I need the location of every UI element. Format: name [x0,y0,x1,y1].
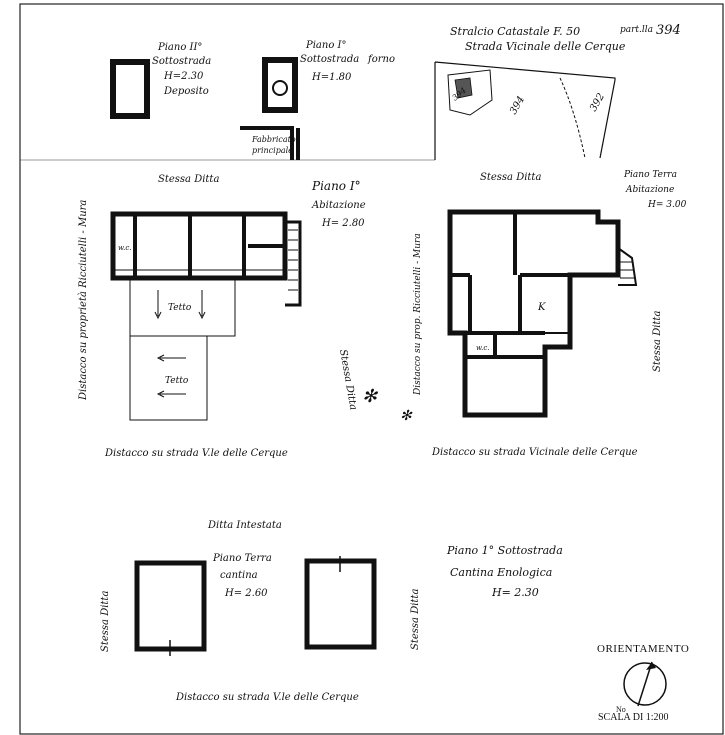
cantina-sotto-height: H= 2.30 [491,586,539,599]
piano-primo-plan [110,211,302,421]
cantina-terra-height: H= 2.60 [224,588,268,599]
north-label: No [616,705,626,714]
stralcio-road: Strada Vicinale delle Cerque [465,40,626,53]
deposito-subtitle: Sottostrada [152,56,211,67]
deposito-label: Deposito [163,86,209,97]
distacco-left-vertical: Distacco su proprietà Ricciutelli - Mura [78,200,89,401]
wc-label-lower: w.c. [476,344,490,352]
forno-title: Piano I° [305,40,346,51]
stessa-ditta-top-right: Stessa Ditta [480,172,541,183]
stessa-ditta-center-vertical: Stessa Ditta [337,349,359,411]
piano-primo-use: Abitazione [311,200,366,211]
piano-primo-title: Piano I° [311,179,361,193]
cantina-terra-plan [134,560,207,656]
forno-plan [240,57,300,160]
cantina-terra-use: cantina [220,570,258,581]
stralcio-part-value: 394 [656,23,681,38]
stessa-ditta-top-left: Stessa Ditta [158,174,219,185]
cantina-sotto-title: Piano 1° Sottostrada [446,544,563,557]
fabbricato-label-2: principale [252,146,293,155]
stessa-ditta-right-vertical: Stessa Ditta [652,311,663,372]
sheet-frame [19,3,724,735]
cantina-sotto-use: Cantina Enologica [450,566,552,579]
deposito-height: H=2.30 [163,71,204,82]
stessa-ditta-bottom-left: Stessa Ditta [100,591,111,652]
cantina-sotto-plan [304,556,377,650]
parcel-394b-label: 394 [508,94,527,116]
drawing-mark-2: ✻ [400,408,413,424]
stralcio-part-label: part.lla [620,25,653,35]
piano-primo-height: H= 2.80 [321,218,365,229]
orientamento-label: ORIENTAMENTO [597,643,689,655]
cantina-terra-title: Piano Terra [212,553,272,564]
ditta-intestata-label: Ditta Intestata [207,520,282,531]
deposito-title: Piano II° [157,42,202,53]
piano-terra-title: Piano Terra [623,170,677,180]
piano-terra-height: H= 3.00 [647,200,687,210]
deposito-plan [110,59,150,119]
distacco-right-vertical: Distacco su prop. Ricciutelli - Mura [413,233,423,396]
distacco-bottom: Distacco su strada V.le delle Cerque [175,692,359,703]
distacco-left-bottom: Distacco su strada V.le delle Cerque [104,448,288,459]
forno-label: forno [367,54,395,65]
kitchen-label: K [537,302,546,313]
scale-label: SCALA DI 1:200 [598,712,669,723]
stessa-ditta-bottom-right: Stessa Ditta [410,589,421,650]
fabbricato-label: Fabbricato [251,135,296,144]
parcel-392-label: 392 [588,91,607,113]
piano-terra-plan [447,209,638,418]
forno-subtitle: Sottostrada [300,54,359,65]
tetto-label-2: Tetto [165,376,189,386]
cadastral-map [434,61,616,160]
stralcio-title: Stralcio Catastale F. 50 [450,25,580,38]
wc-label-upper: w.c. [118,244,132,252]
piano-terra-use: Abitazione [625,185,674,195]
tetto-label-1: Tetto [168,303,192,313]
compass-icon [623,661,667,707]
distacco-right-bottom: Distacco su strada Vicinale delle Cerque [431,447,638,458]
drawing-mark-1: ✻ [362,386,379,407]
forno-height: H=1.80 [311,72,352,83]
